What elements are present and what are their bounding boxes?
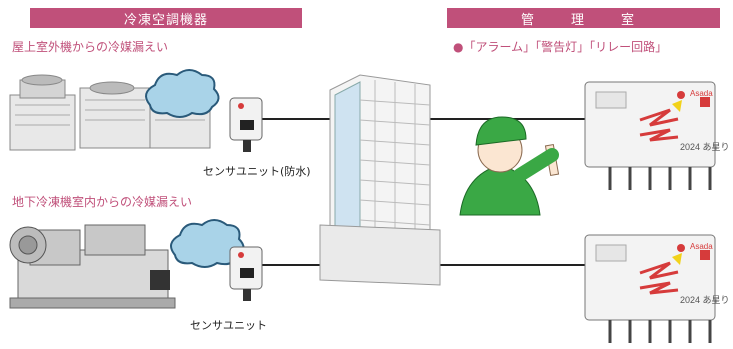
bullet-dot: ●: [453, 40, 464, 54]
sensor-caption: センサユニット: [190, 319, 267, 332]
sensor-unit-waterproof: [229, 97, 263, 152]
refrigerant-gas-cloud-icon: [170, 219, 245, 268]
basement-chiller: [9, 224, 176, 309]
outputs-text: 「アラーム」「警告灯」「リレー回路」: [463, 40, 668, 54]
panel-model-bottom: 2024 あ星り: [680, 295, 730, 305]
panel-brand-top: Asada: [690, 89, 713, 98]
left-header: 冷凍空調機器: [30, 8, 302, 28]
sensor-unit: [229, 246, 263, 301]
control-panel-bottom: [584, 234, 716, 343]
operator-person-icon: [459, 116, 560, 216]
right-header: 管 理 室: [447, 8, 720, 28]
outputs-label: ●「アラーム」「警告灯」「リレー回路」: [453, 38, 667, 55]
rooftop-label: 屋上室外機からの冷媒漏えい: [12, 40, 169, 54]
control-panel-top: [584, 81, 716, 190]
panel-model-top: 2024 あ星り: [680, 142, 730, 152]
sensor-waterproof-caption: センサユニット(防水): [203, 165, 311, 178]
panel-brand-bottom: Asada: [690, 242, 713, 251]
refrigerant-gas-cloud-icon: [145, 69, 220, 118]
basement-label: 地下冷凍機室内からの冷媒漏えい: [12, 195, 193, 209]
building-icon: [319, 74, 441, 286]
